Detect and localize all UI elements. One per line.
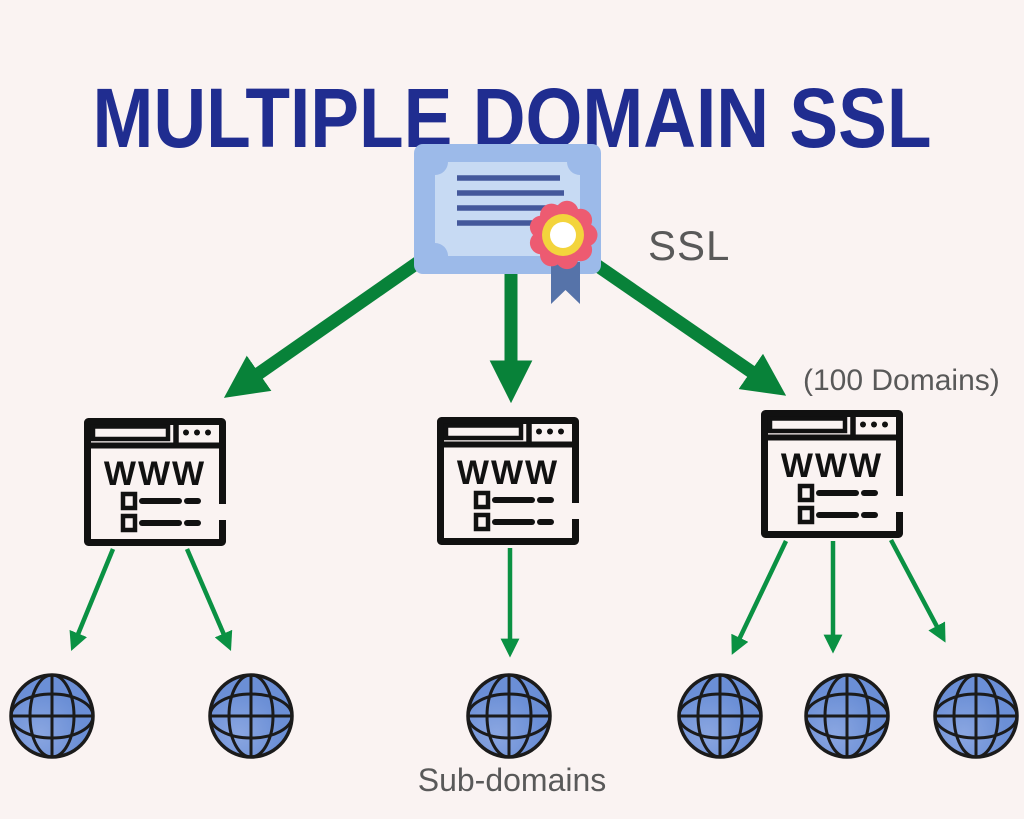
arrow-browser1-to-globe2 xyxy=(184,548,233,651)
globe-icon-1 xyxy=(7,671,97,761)
arrow-browser3-to-globe4 xyxy=(731,540,789,655)
domains-count-note: (100 Domains) xyxy=(803,364,1000,397)
arrow-browser1-to-globe1 xyxy=(69,548,116,651)
browser-window-icon-right xyxy=(761,410,903,538)
browser-window-icon-left xyxy=(84,418,226,546)
ssl-certificate-icon xyxy=(414,144,604,310)
browser-window-icon-middle xyxy=(437,417,579,545)
globe-icon-4 xyxy=(675,671,765,761)
globe-icon-6 xyxy=(931,671,1021,761)
ribbon-icon xyxy=(551,262,580,304)
globe-icon-5 xyxy=(802,671,892,761)
globe-icon-3 xyxy=(464,671,554,761)
seal-rosette-icon xyxy=(529,200,598,270)
subdomains-label: Sub-domains xyxy=(417,762,607,798)
arrow-ssl-to-browser-right xyxy=(588,256,787,396)
arrow-ssl-to-browser-left xyxy=(223,248,434,398)
ssl-label: SSL xyxy=(648,222,731,269)
globe-icon-2 xyxy=(206,671,296,761)
arrow-browser3-to-globe6 xyxy=(889,538,946,643)
